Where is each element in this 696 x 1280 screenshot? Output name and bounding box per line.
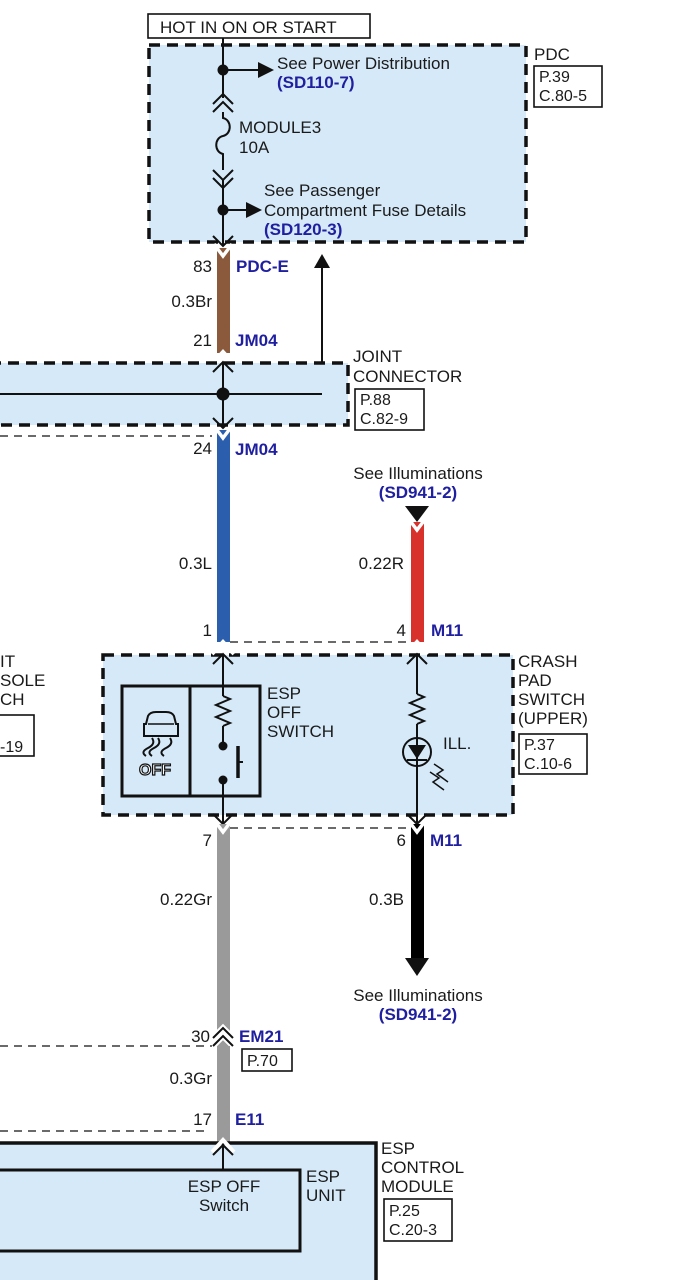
arrow-right-icon bbox=[258, 62, 274, 78]
pdc-ref-box bbox=[533, 65, 603, 108]
wire-spec-0.3b: 0.3B bbox=[369, 890, 404, 909]
led-icon bbox=[402, 737, 432, 767]
fuse-details-line1: See Passenger bbox=[264, 181, 381, 200]
arrow-right-icon bbox=[246, 202, 262, 218]
fuse-rating: 10A bbox=[239, 138, 270, 157]
esp-input-line2: Switch bbox=[199, 1196, 249, 1215]
left-partial-ref-box bbox=[0, 714, 35, 757]
crash-pad-ref-c: C.10-6 bbox=[524, 756, 572, 773]
resistor-icon bbox=[213, 695, 233, 727]
light-emission-icon bbox=[429, 763, 449, 791]
wire-spec-0.22gr: 0.22Gr bbox=[160, 890, 212, 909]
switch-name-line3: SWITCH bbox=[267, 722, 334, 741]
pin-30: 30 bbox=[191, 1027, 210, 1046]
resistor-icon bbox=[407, 693, 427, 725]
fuse-name: MODULE3 bbox=[239, 118, 321, 137]
wire-spec-0.3br: 0.3Br bbox=[171, 292, 212, 311]
wire-grey-0.22 bbox=[217, 824, 230, 1048]
wire-spec-0.22r: 0.22R bbox=[359, 554, 404, 573]
wire-red bbox=[411, 522, 424, 642]
wire-brown bbox=[217, 248, 230, 353]
conn-jm04-bottom: JM04 bbox=[235, 440, 278, 459]
joint-name-line2: CONNECTOR bbox=[353, 367, 462, 386]
joint-ref-p: P.88 bbox=[360, 392, 391, 409]
fuse-icon bbox=[215, 112, 231, 170]
pin-21: 21 bbox=[193, 331, 212, 350]
left-partial-line3: CH bbox=[0, 690, 25, 709]
crash-pad-line3: SWITCH bbox=[518, 690, 585, 709]
switch-name-line1: ESP bbox=[267, 684, 301, 703]
esp-input-line1: ESP OFF bbox=[188, 1177, 260, 1196]
joint-ref-box bbox=[354, 388, 425, 431]
conn-e11: E11 bbox=[235, 1110, 264, 1129]
joint-name-line1: JOINT bbox=[353, 347, 402, 366]
crash-pad-line2: PAD bbox=[518, 671, 552, 690]
conn-em21: EM21 bbox=[239, 1027, 283, 1046]
arrow-down-icon bbox=[405, 506, 429, 522]
crash-pad-line4: (UPPER) bbox=[518, 709, 588, 728]
esp-unit-line1: ESP bbox=[306, 1167, 340, 1186]
crash-pad-ref-p: P.37 bbox=[524, 737, 555, 754]
wire-blue bbox=[217, 430, 230, 642]
arrow-down-icon bbox=[405, 958, 429, 976]
left-partial-line1: IT bbox=[0, 652, 15, 671]
wire-spec-0.3gr: 0.3Gr bbox=[169, 1069, 212, 1088]
wire-grey-0.3 bbox=[217, 1046, 230, 1142]
fuse-details-line2: Compartment Fuse Details bbox=[264, 201, 466, 220]
esp-off-icon-text: OFF bbox=[139, 762, 171, 779]
pdc-name: PDC bbox=[534, 45, 570, 64]
pin-7: 7 bbox=[203, 831, 212, 850]
splice-dot bbox=[216, 387, 230, 401]
left-partial-line2: SOLE bbox=[0, 671, 45, 690]
esp-module-ref-box bbox=[383, 1198, 453, 1242]
conn-m11-top: M11 bbox=[431, 621, 463, 640]
esp-module-line3: MODULE bbox=[381, 1177, 454, 1196]
arrow-up-icon bbox=[314, 254, 330, 268]
conn-jm04-top: JM04 bbox=[235, 331, 278, 350]
pdc-ref-c: C.80-5 bbox=[539, 88, 587, 105]
illum-out-text: See Illuminations bbox=[353, 986, 482, 1005]
switch-name-line2: OFF bbox=[267, 703, 301, 722]
left-partial-ref: -19 bbox=[0, 739, 23, 756]
pdc-box bbox=[147, 43, 528, 244]
esp-module-ref-c: C.20-3 bbox=[389, 1222, 437, 1239]
pin-1: 1 bbox=[203, 621, 212, 640]
em21-ref-box bbox=[241, 1048, 293, 1072]
pin-6: 6 bbox=[397, 831, 406, 850]
pin-83: 83 bbox=[193, 257, 212, 276]
pin-4: 4 bbox=[397, 621, 406, 640]
conn-m11-bottom: M11 bbox=[430, 831, 462, 850]
wire-black bbox=[411, 824, 424, 960]
esp-unit-box bbox=[0, 1168, 302, 1253]
esp-unit-line2: UNIT bbox=[306, 1186, 346, 1205]
esp-module-ref-p: P.25 bbox=[389, 1203, 420, 1220]
esp-module-line2: CONTROL bbox=[381, 1158, 464, 1177]
pdc-ref-p: P.39 bbox=[539, 69, 570, 86]
pin-17: 17 bbox=[193, 1110, 212, 1129]
illum-in-text: See Illuminations bbox=[353, 464, 482, 483]
power-dist-ref-link[interactable]: (SD110-7) bbox=[277, 73, 354, 92]
illum-out-ref-link[interactable]: (SD941-2) bbox=[379, 1005, 457, 1024]
conn-pdc-e: PDC-E bbox=[236, 257, 289, 276]
pin-24: 24 bbox=[193, 439, 212, 458]
hot-label: HOT IN ON OR START bbox=[160, 18, 337, 37]
crash-pad-ref-box bbox=[518, 733, 588, 775]
hot-label-box bbox=[147, 13, 371, 39]
power-dist-text: See Power Distribution bbox=[277, 54, 450, 73]
lamp-label: ILL. bbox=[443, 734, 471, 753]
wire-spec-0.3l: 0.3L bbox=[179, 554, 212, 573]
fuse-details-ref-link[interactable]: (SD120-3) bbox=[264, 220, 342, 239]
esp-module-line1: ESP bbox=[381, 1139, 415, 1158]
joint-ref-c: C.82-9 bbox=[360, 411, 408, 428]
crash-pad-line1: CRASH bbox=[518, 652, 578, 671]
illum-in-ref-link[interactable]: (SD941-2) bbox=[379, 483, 457, 502]
esp-off-icon: OFF bbox=[138, 711, 179, 780]
em21-ref: P.70 bbox=[247, 1053, 278, 1070]
